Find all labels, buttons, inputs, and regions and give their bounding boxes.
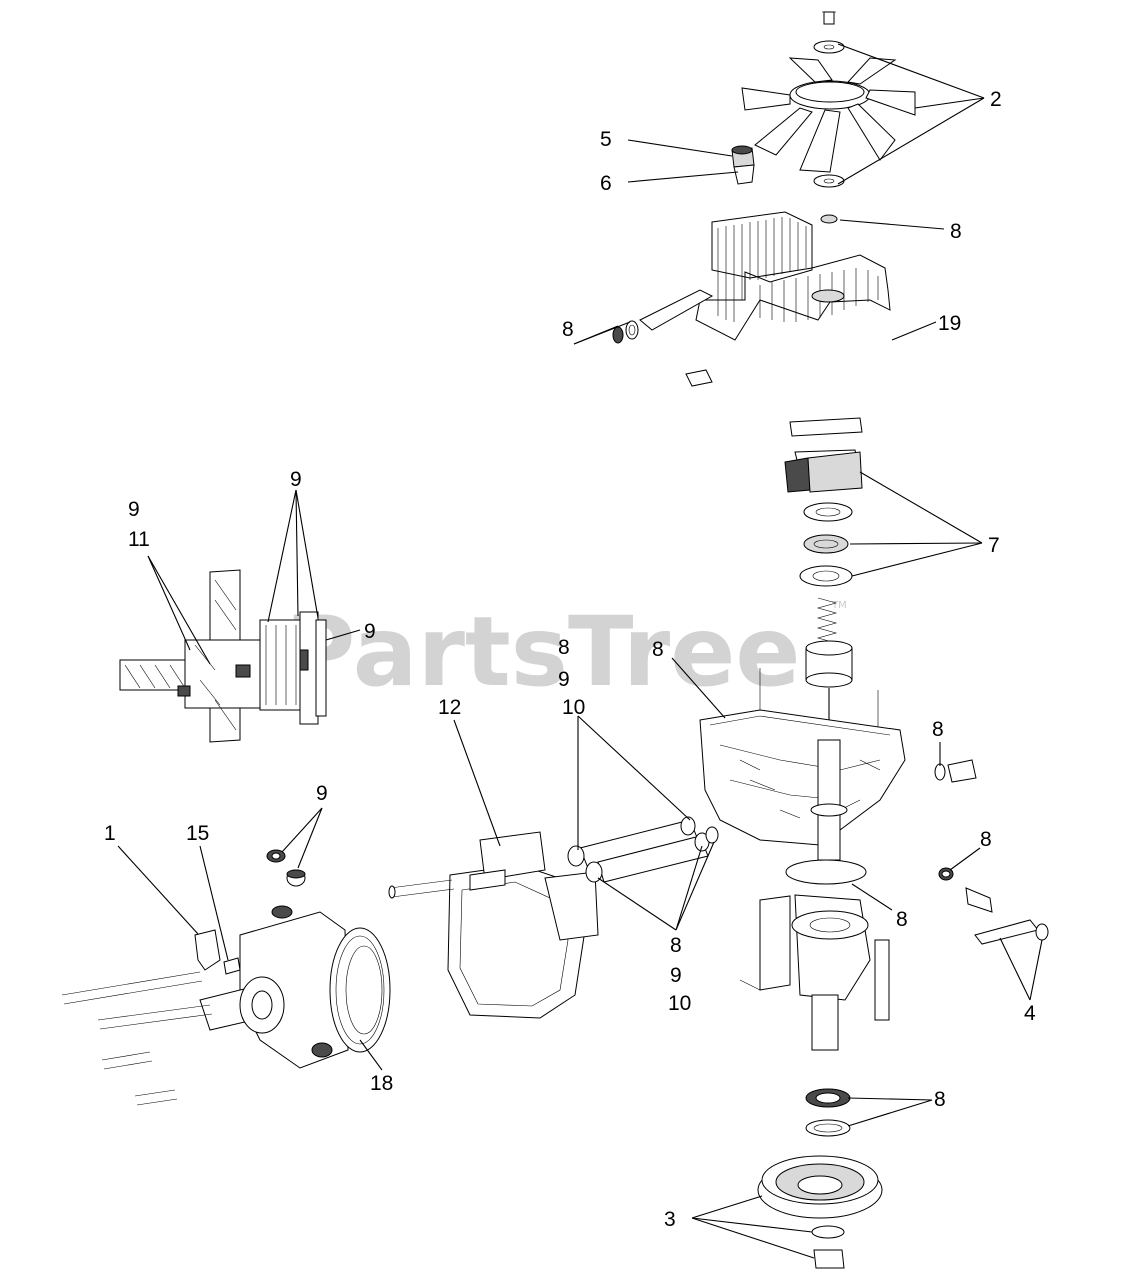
callout-9-kit: 9 [558, 668, 570, 691]
gear-housing [699, 709, 906, 1051]
callout-3: 3 [664, 1208, 676, 1231]
callout-8-o-ring: 8 [980, 828, 992, 851]
callout-9-kit-lower: 9 [670, 964, 682, 987]
callout-8-gasket-bottom: 8 [896, 908, 908, 931]
motor-assembly [61, 905, 391, 1106]
pulley [757, 1155, 883, 1269]
callout-8-kit: 8 [558, 636, 570, 659]
bypass-screw [934, 759, 977, 783]
input-shaft [612, 289, 714, 387]
callout-9-cutaway-left: 9 [128, 498, 140, 521]
upper-housing [695, 211, 891, 341]
cooling-fan [741, 11, 916, 224]
motor-nuts [266, 849, 306, 887]
watermark-trademark: TM [831, 600, 847, 611]
callout-8-seal: 8 [934, 1088, 946, 1111]
callout-4: 4 [1024, 1002, 1036, 1025]
callout-11: 11 [128, 528, 150, 551]
end-cap-housing [388, 816, 719, 1019]
callout-8-gasket-top: 8 [652, 638, 664, 661]
callout-10-kit: 10 [562, 696, 585, 719]
watermark: PartsTree [285, 596, 800, 708]
callout-10-kit-lower: 10 [668, 992, 691, 1015]
callout-18: 18 [370, 1072, 393, 1095]
callout-12: 12 [438, 696, 461, 719]
callout-8-kit-lower: 8 [670, 934, 682, 957]
callout-15: 15 [186, 822, 209, 845]
callout-19: 19 [938, 312, 961, 335]
bypass-arm [974, 919, 1049, 945]
callout-5: 5 [600, 128, 612, 151]
o-ring-and-plug [938, 867, 993, 913]
brake-cutaway-view [119, 569, 327, 743]
center-section-parts [759, 417, 879, 730]
callout-6: 6 [600, 172, 612, 195]
callout-1: 1 [104, 822, 116, 845]
callout-9-cutaway-top: 9 [290, 468, 302, 491]
leader-lines [117, 43, 1043, 1259]
fan-nut [731, 145, 755, 185]
lower-seal [805, 1088, 851, 1137]
callout-8-screw: 8 [932, 718, 944, 741]
callout-8-shaft: 8 [562, 318, 574, 341]
callout-labels: 2 5 6 8 19 8 9 9 11 9 7 8 9 10 8 12 8 9 … [104, 88, 1036, 1231]
callout-9-nuts: 9 [316, 782, 328, 805]
callout-8-top: 8 [950, 220, 962, 243]
callout-2: 2 [990, 88, 1002, 111]
callout-7: 7 [988, 534, 1000, 557]
callout-9-cutaway-right: 9 [364, 620, 376, 643]
